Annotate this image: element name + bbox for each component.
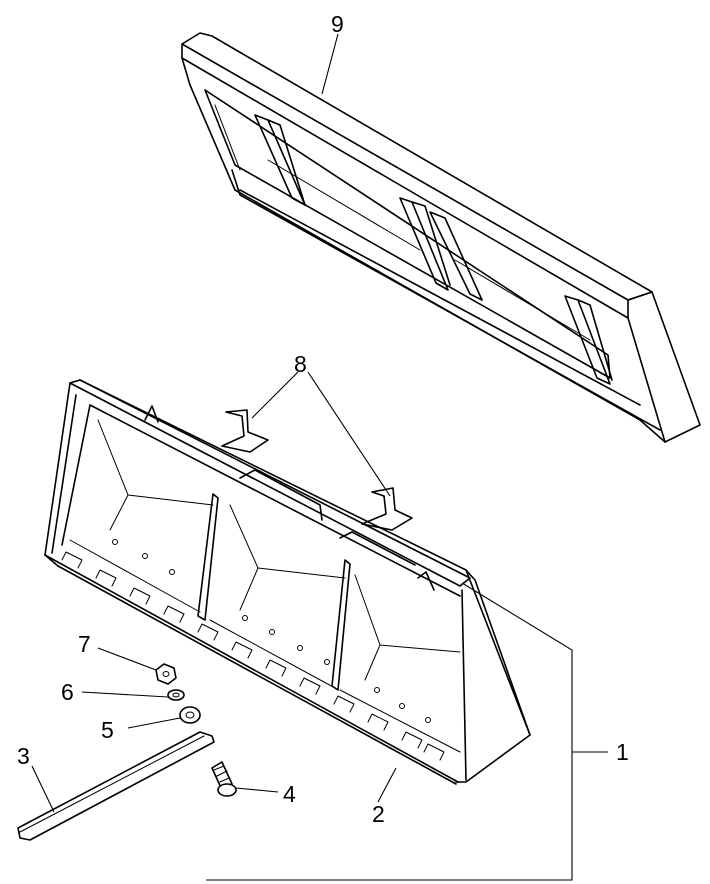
leader-8a (251, 371, 299, 419)
part-1-bucket (44, 379, 531, 785)
leader-1-bracket (206, 582, 573, 881)
callout-2: 2 (372, 801, 385, 827)
part-7-nut (155, 663, 177, 685)
part-5-washer (179, 706, 201, 724)
leader-8b (307, 371, 391, 497)
callout-7: 7 (78, 631, 91, 657)
part-9-mounting-frame (181, 32, 701, 443)
leader-2 (377, 767, 397, 803)
callout-1: 1 (616, 739, 629, 765)
leader-4 (235, 787, 279, 793)
callout-4: 4 (283, 781, 296, 807)
callout-6: 6 (61, 679, 74, 705)
part-8-mounting-clips (221, 409, 413, 531)
leader-6 (81, 691, 169, 698)
callout-9: 9 (331, 11, 344, 37)
leader-9 (321, 33, 339, 95)
callout-5: 5 (101, 717, 114, 743)
callout-3: 3 (17, 743, 30, 769)
part-4-bolt (211, 761, 237, 797)
leader-5 (127, 717, 181, 729)
callout-8: 8 (294, 351, 307, 377)
part-3-bolt-on-edge (17, 731, 215, 841)
part-6-lock-washer (167, 689, 185, 701)
leader-7 (97, 647, 157, 671)
leader-3 (31, 765, 55, 813)
